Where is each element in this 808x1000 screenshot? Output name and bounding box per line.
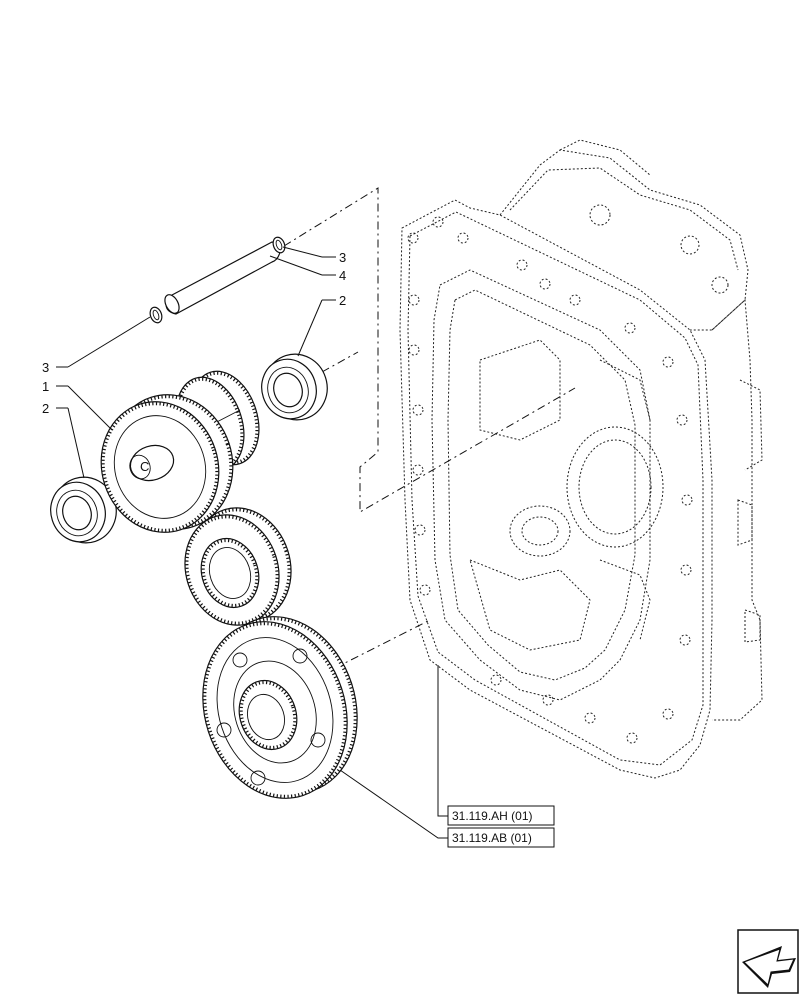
gear-hub-mark: C <box>140 459 149 474</box>
callout-1: 1 <box>42 379 49 394</box>
callout-2-right: 2 <box>339 293 346 308</box>
leader-lines <box>56 246 448 839</box>
callout-3-left: 3 <box>42 360 49 375</box>
transmission-housing <box>399 139 763 779</box>
shaft-part <box>164 241 281 315</box>
callout-3-right: 3 <box>339 250 346 265</box>
o-ring-right <box>272 236 286 254</box>
reference-label-ab: 31.119.AB (01) <box>452 831 532 845</box>
reference-label-ah: 31.119.AH (01) <box>452 809 533 823</box>
clutch-ring-part <box>184 507 292 626</box>
reference-link-ah[interactable]: 31.119.AH (01) <box>447 805 555 826</box>
driven-gear-part <box>202 616 358 799</box>
next-page-arrow-icon[interactable] <box>737 929 799 994</box>
o-ring-left <box>149 306 163 324</box>
bearing-right <box>261 353 328 421</box>
bearing-left <box>50 476 117 544</box>
assembly-centerlines <box>283 187 576 669</box>
callout-4: 4 <box>339 268 346 283</box>
reference-link-ab[interactable]: 31.119.AB (01) <box>447 827 555 848</box>
gear-cluster-part: C <box>100 370 260 533</box>
callout-2-left: 2 <box>42 401 49 416</box>
